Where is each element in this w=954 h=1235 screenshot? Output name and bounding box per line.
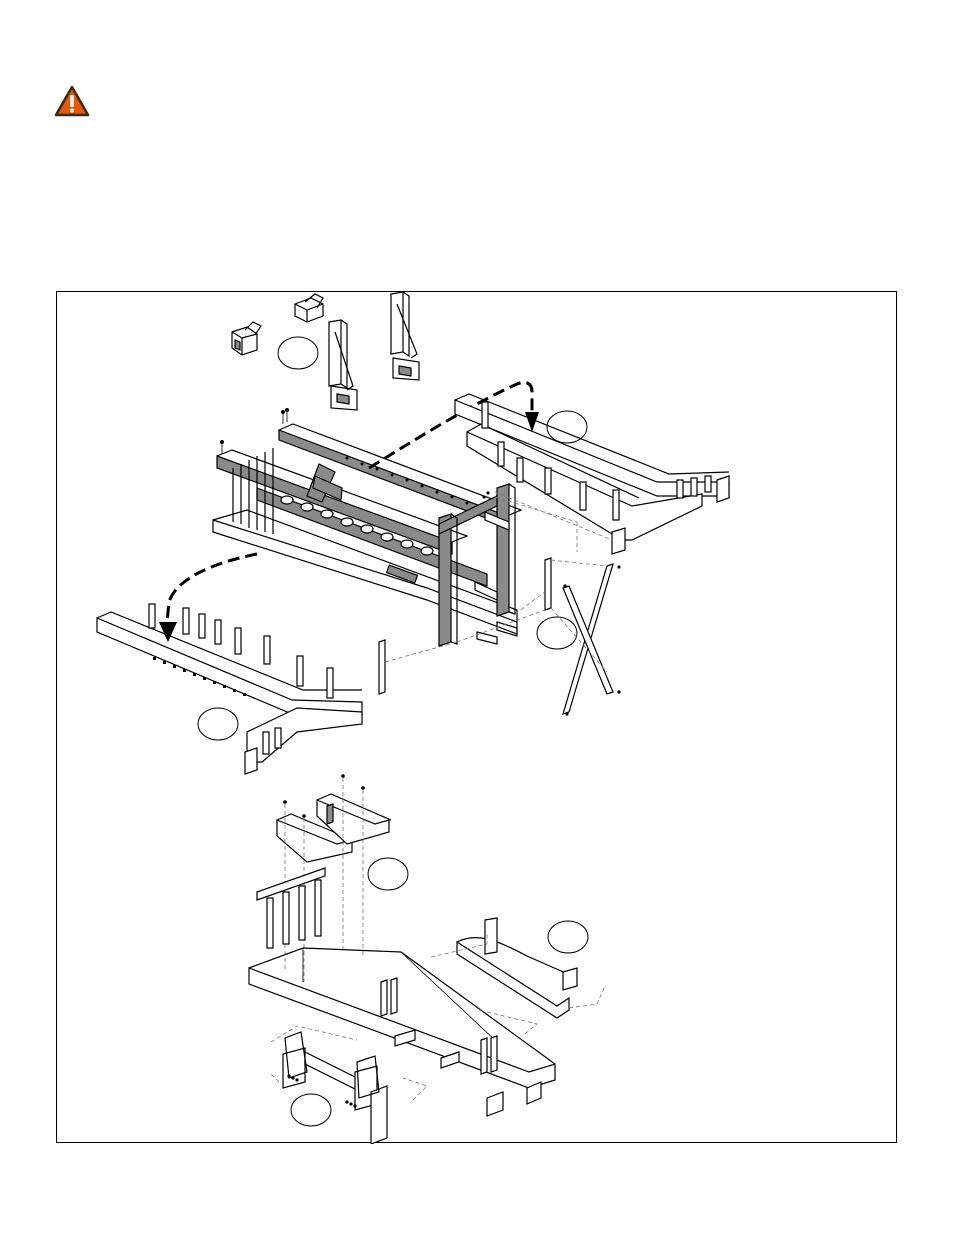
callout-bubble-7 [290,1093,332,1127]
callout-bubble-5 [367,857,409,891]
assembly-diagram [96,292,730,1144]
callout-bubbles [197,336,589,1127]
top-bracket-parts [231,292,420,411]
assembly-arrow-right [368,380,534,470]
cross-brace-parts [378,491,621,716]
right-end-rack [454,393,730,555]
assembly-arrow-left [165,552,258,623]
callout-bubble-1 [277,336,319,370]
left-end-rack [96,603,363,775]
callout-bubble-3 [536,616,578,650]
assembly-diagram-frame [56,291,897,1144]
warning-triangle-icon [54,85,90,117]
main-rack-frame [212,408,523,647]
callout-bubble-4 [197,707,239,741]
callout-bubble-6 [547,920,589,954]
base-platform-assembly [248,774,606,1144]
callout-bubble-2 [546,410,588,444]
